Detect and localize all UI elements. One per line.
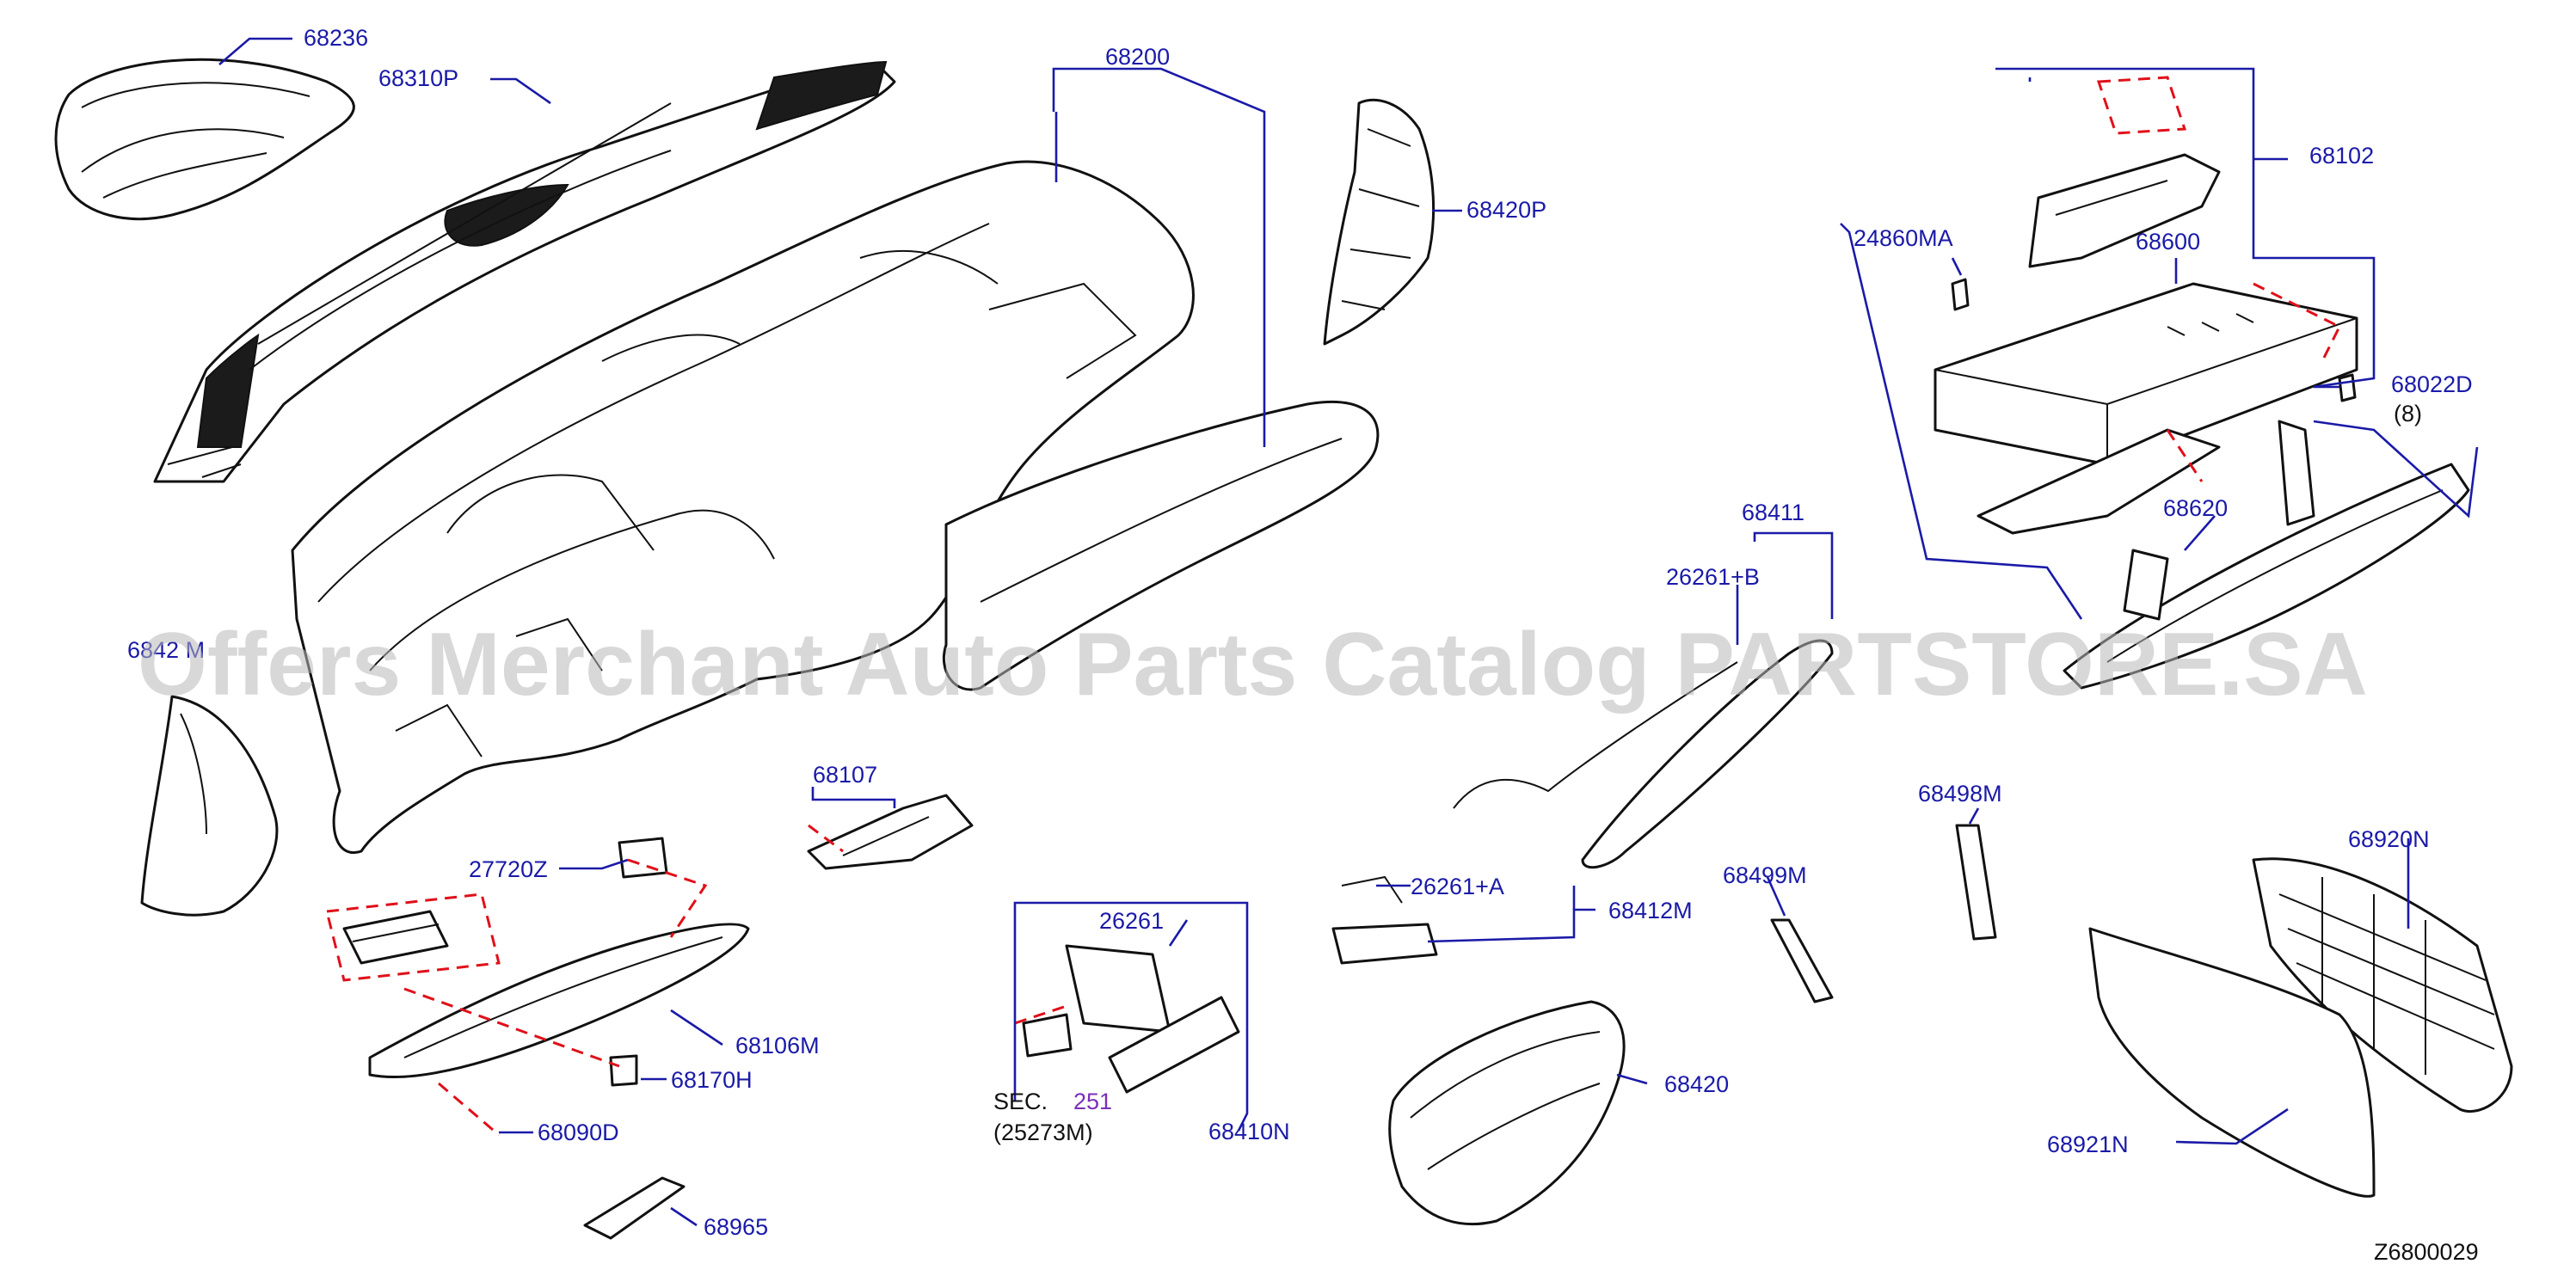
label-68411[interactable]: 68411	[1742, 500, 1804, 525]
fastener-68022D[interactable]	[2338, 373, 2357, 402]
leader-lines	[218, 37, 2479, 1227]
label-68170H[interactable]: 68170H	[671, 1067, 753, 1093]
part-68200-dash-frame[interactable]	[291, 160, 1380, 855]
part-68499M-strip[interactable]	[1770, 918, 1834, 1003]
label-26261[interactable]: 26261	[1099, 908, 1164, 934]
label-68921N[interactable]: 68921N	[2047, 1132, 2129, 1157]
label-68412M[interactable]: 68412M	[1608, 898, 1693, 923]
part-68420-cluster-hood[interactable]	[1388, 1000, 1626, 1226]
part-68310P-top-cover[interactable]	[153, 60, 896, 483]
label-68106M[interactable]: 68106M	[735, 1033, 820, 1058]
label-68236[interactable]: 68236	[304, 25, 368, 51]
label-68102[interactable]: 68102	[2309, 143, 2374, 169]
label-68920N[interactable]: 68920N	[2348, 826, 2430, 852]
part-68236-pad[interactable]	[54, 58, 355, 221]
label-26261B[interactable]: 26261+B	[1666, 564, 1760, 590]
watermark: Offers Merchant Auto Parts Catalog PARTS…	[138, 615, 2368, 715]
part-68106M-lower-panel[interactable]	[342, 837, 750, 1087]
label-68200[interactable]: 68200	[1105, 44, 1170, 70]
part-68410N-bracket[interactable]	[1022, 944, 1240, 1094]
label-68600[interactable]: 68600	[2136, 229, 2200, 255]
label-68420P[interactable]: 68420P	[1466, 197, 1546, 223]
label-68620[interactable]: 68620	[2163, 495, 2228, 521]
label-6842M[interactable]: 6842 M	[127, 637, 205, 663]
label-sec-ref: (25273M)	[993, 1120, 1093, 1145]
label-68499M[interactable]: 68499M	[1723, 862, 1807, 888]
part-68420P-side-trim[interactable]	[1323, 98, 1436, 346]
assembly-dash-lines	[325, 76, 2342, 1137]
part-68107-bracket[interactable]	[807, 794, 974, 870]
part-68498M-strip[interactable]	[1955, 824, 1997, 941]
label-68090D[interactable]: 68090D	[538, 1120, 619, 1145]
part-68411-pillar-trim[interactable]	[1453, 639, 1834, 869]
part-68102-glovebox-frame[interactable]	[2028, 153, 2221, 268]
part-68600-glovebox[interactable]	[1934, 282, 2358, 535]
part-6842M-side-cover[interactable]	[140, 695, 279, 917]
label-68410N[interactable]: 68410N	[1208, 1119, 1290, 1144]
label-27720Z[interactable]: 27720Z	[469, 856, 548, 882]
label-sec-251[interactable]: 251	[1073, 1089, 1112, 1114]
label-68498M[interactable]: 68498M	[1918, 781, 2002, 807]
part-68620-glovebox-lid[interactable]	[2063, 420, 2470, 690]
part-68965-clip[interactable]	[583, 1176, 685, 1240]
diagram-code: Z6800029	[2374, 1239, 2479, 1265]
part-68921N-panel[interactable]	[2088, 927, 2376, 1198]
part-68412M-lower-trim[interactable]	[1331, 875, 1438, 965]
part-labels: 68236 68310P 68200 68420P 68102 24860MA …	[127, 25, 2479, 1265]
label-68107[interactable]: 68107	[813, 762, 877, 788]
label-68022D[interactable]: 68022D	[2391, 371, 2473, 397]
label-24860MA[interactable]: 24860MA	[1854, 225, 1953, 251]
label-68965[interactable]: 68965	[704, 1214, 768, 1240]
label-sec: SEC.	[993, 1089, 1048, 1114]
label-68310P[interactable]: 68310P	[378, 65, 458, 91]
label-68022D-qty: (8)	[2394, 401, 2422, 426]
fastener-24860MA[interactable]	[1951, 278, 1970, 311]
label-68420[interactable]: 68420	[1664, 1071, 1729, 1097]
label-26261A[interactable]: 26261+A	[1411, 874, 1504, 899]
